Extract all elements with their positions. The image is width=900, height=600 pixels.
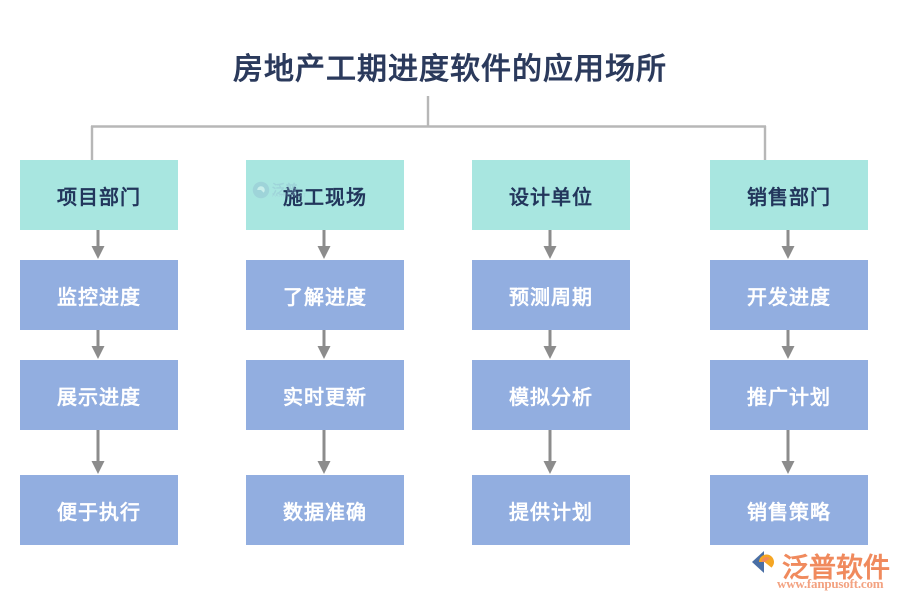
node-grid: 项目部门 监控进度 展示进度 便于执行 施工现场 了解进度 实时更新 数据准确 … bbox=[0, 160, 900, 550]
node-col2-item1[interactable]: 模拟分析 bbox=[472, 360, 630, 430]
node-col1-item0[interactable]: 了解进度 bbox=[246, 260, 404, 330]
node-col3-item2[interactable]: 销售策略 bbox=[710, 475, 868, 545]
node-header-col2[interactable]: 设计单位 bbox=[472, 160, 630, 230]
logo-company-name: 泛普软件 bbox=[782, 553, 890, 583]
node-col1-item2[interactable]: 数据准确 bbox=[246, 475, 404, 545]
node-col3-item1[interactable]: 推广计划 bbox=[710, 360, 868, 430]
bracket-connector bbox=[90, 96, 767, 160]
fanpu-logo[interactable]: 泛普软件 www.fanpusoft.com bbox=[750, 546, 895, 594]
node-header-col1[interactable]: 施工现场 bbox=[246, 160, 404, 230]
node-col1-item1[interactable]: 实时更新 bbox=[246, 360, 404, 430]
fanpu-logo-icon bbox=[752, 551, 774, 573]
node-col2-item2[interactable]: 提供计划 bbox=[472, 475, 630, 545]
logo-website-url: www.fanpusoft.com bbox=[777, 576, 884, 591]
node-col0-item2[interactable]: 便于执行 bbox=[20, 475, 178, 545]
page-title: 房地产工期进度软件的应用场所 bbox=[233, 53, 667, 86]
node-col3-item0[interactable]: 开发进度 bbox=[710, 260, 868, 330]
node-col0-item0[interactable]: 监控进度 bbox=[20, 260, 178, 330]
node-col2-item0[interactable]: 预测周期 bbox=[472, 260, 630, 330]
node-header-col3[interactable]: 销售部门 bbox=[710, 160, 868, 230]
node-col0-item1[interactable]: 展示进度 bbox=[20, 360, 178, 430]
node-header-col0[interactable]: 项目部门 bbox=[20, 160, 178, 230]
